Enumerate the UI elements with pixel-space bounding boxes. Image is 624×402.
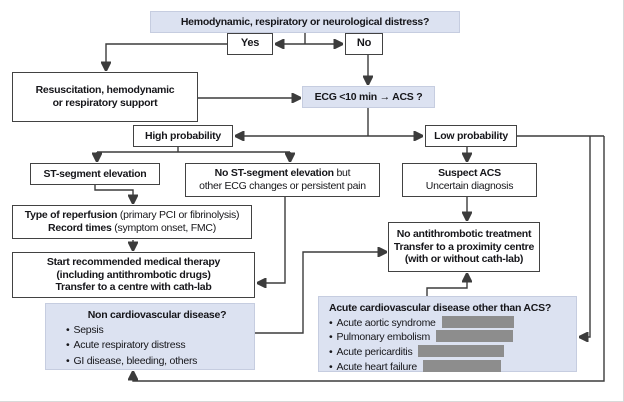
low-probability-label: Low probability (434, 129, 508, 142)
bullet-icon: • (66, 324, 70, 337)
redacted-bar (441, 315, 514, 328)
node-no-st-elevation: No ST-segment elevation but other ECG ch… (185, 163, 380, 197)
no-antithrombotic-line2: Transfer to a proximity centre (393, 240, 535, 253)
bullet-icon: • (329, 346, 333, 359)
suspect-acs-line2: Uncertain diagnosis (425, 180, 514, 192)
node-start-therapy: Start recommended medical therapy (inclu… (12, 252, 255, 298)
high-probability-label: High probability (145, 129, 221, 142)
acs-other-bullet-embolism: •Pulmonary embolism (329, 330, 513, 345)
redacted-bar (418, 345, 505, 358)
ecg-label: ECG <10 min → ACS ? (314, 90, 423, 103)
no-st-elevation-line2: other ECG changes or persistent pain (199, 180, 366, 192)
node-low-probability: Low probability (425, 125, 517, 147)
non-cardio-title: Non cardiovascular disease? (87, 309, 227, 321)
yes-label: Yes (240, 37, 260, 50)
bullet-icon: • (329, 316, 333, 329)
acs-other-bullet-aortic: •Acute aortic syndrome (329, 315, 514, 331)
node-yes: Yes (227, 33, 273, 55)
resuscitation-line1: Resuscitation, hemodynamic (35, 84, 175, 97)
reperfusion-rest1: (primary PCI or fibrinolysis) (117, 209, 240, 222)
no-antithrombotic-line1: No antithrombotic treatment (396, 227, 532, 240)
bullet-icon: • (66, 339, 70, 352)
redacted-bar (435, 330, 513, 343)
non-cardio-bullet-respiratory: •Acute respiratory distress (66, 339, 186, 352)
reperfusion-bold1: Type of reperfusion (24, 209, 118, 222)
node-reperfusion: Type of reperfusion (primary PCI or fibr… (12, 205, 252, 239)
node-no-antithrombotic: No antithrombotic treatment Transfer to … (388, 222, 540, 272)
reperfusion-rest2: (symptom onset, FMC) (111, 222, 216, 234)
bullet-icon: • (66, 354, 70, 367)
redacted-bar (422, 359, 501, 372)
start-therapy-line3: Transfer to a centre with cath-lab (55, 281, 212, 294)
no-st-elevation-rest: but (333, 167, 351, 180)
bullet-icon: • (329, 360, 333, 373)
resuscitation-line2: or respiratory support (52, 97, 158, 109)
node-st-elevation: ST-segment elevation (30, 163, 160, 185)
bullet-icon: • (329, 331, 333, 344)
st-elevation-label: ST-segment elevation (43, 167, 147, 180)
no-st-elevation-line1: No ST-segment elevation but (215, 167, 351, 180)
node-non-cardiovascular: Non cardiovascular disease? •Sepsis •Acu… (45, 303, 255, 370)
no-antithrombotic-line3: (with or without cath-lab) (404, 253, 524, 266)
start-therapy-line2: (including antithrombotic drugs) (56, 268, 211, 281)
acs-other-title: Acute cardiovascular disease other than … (329, 302, 552, 314)
non-cardio-bullet-gi: •GI disease, bleeding, others (66, 354, 198, 367)
node-ecg: ECG <10 min → ACS ? (302, 86, 435, 108)
reperfusion-line2: Record times (symptom onset, FMC) (48, 222, 216, 235)
suspect-acs-line1: Suspect ACS (438, 167, 501, 180)
reperfusion-bold2: Record times (48, 222, 112, 234)
node-resuscitation: Resuscitation, hemodynamic or respirator… (12, 72, 198, 122)
node-acs-other: Acute cardiovascular disease other than … (318, 296, 577, 375)
start-therapy-line1: Start recommended medical therapy (46, 255, 221, 268)
no-label: No (356, 37, 372, 50)
distress-question-label: Hemodynamic, respiratory or neurological… (180, 15, 430, 28)
acs-other-bullet-heart-failure: •Acute heart failure (329, 359, 501, 375)
node-high-probability: High probability (133, 125, 233, 147)
acs-other-bullet-pericarditis: •Acute pericarditis (329, 345, 505, 360)
reperfusion-line1: Type of reperfusion (primary PCI or fibr… (25, 209, 240, 222)
non-cardio-bullet-sepsis: •Sepsis (66, 324, 104, 337)
node-no: No (345, 33, 383, 55)
no-st-elevation-bold: No ST-segment elevation (214, 167, 334, 180)
node-suspect-acs: Suspect ACS Uncertain diagnosis (402, 163, 537, 197)
node-distress-question: Hemodynamic, respiratory or neurological… (150, 11, 460, 33)
